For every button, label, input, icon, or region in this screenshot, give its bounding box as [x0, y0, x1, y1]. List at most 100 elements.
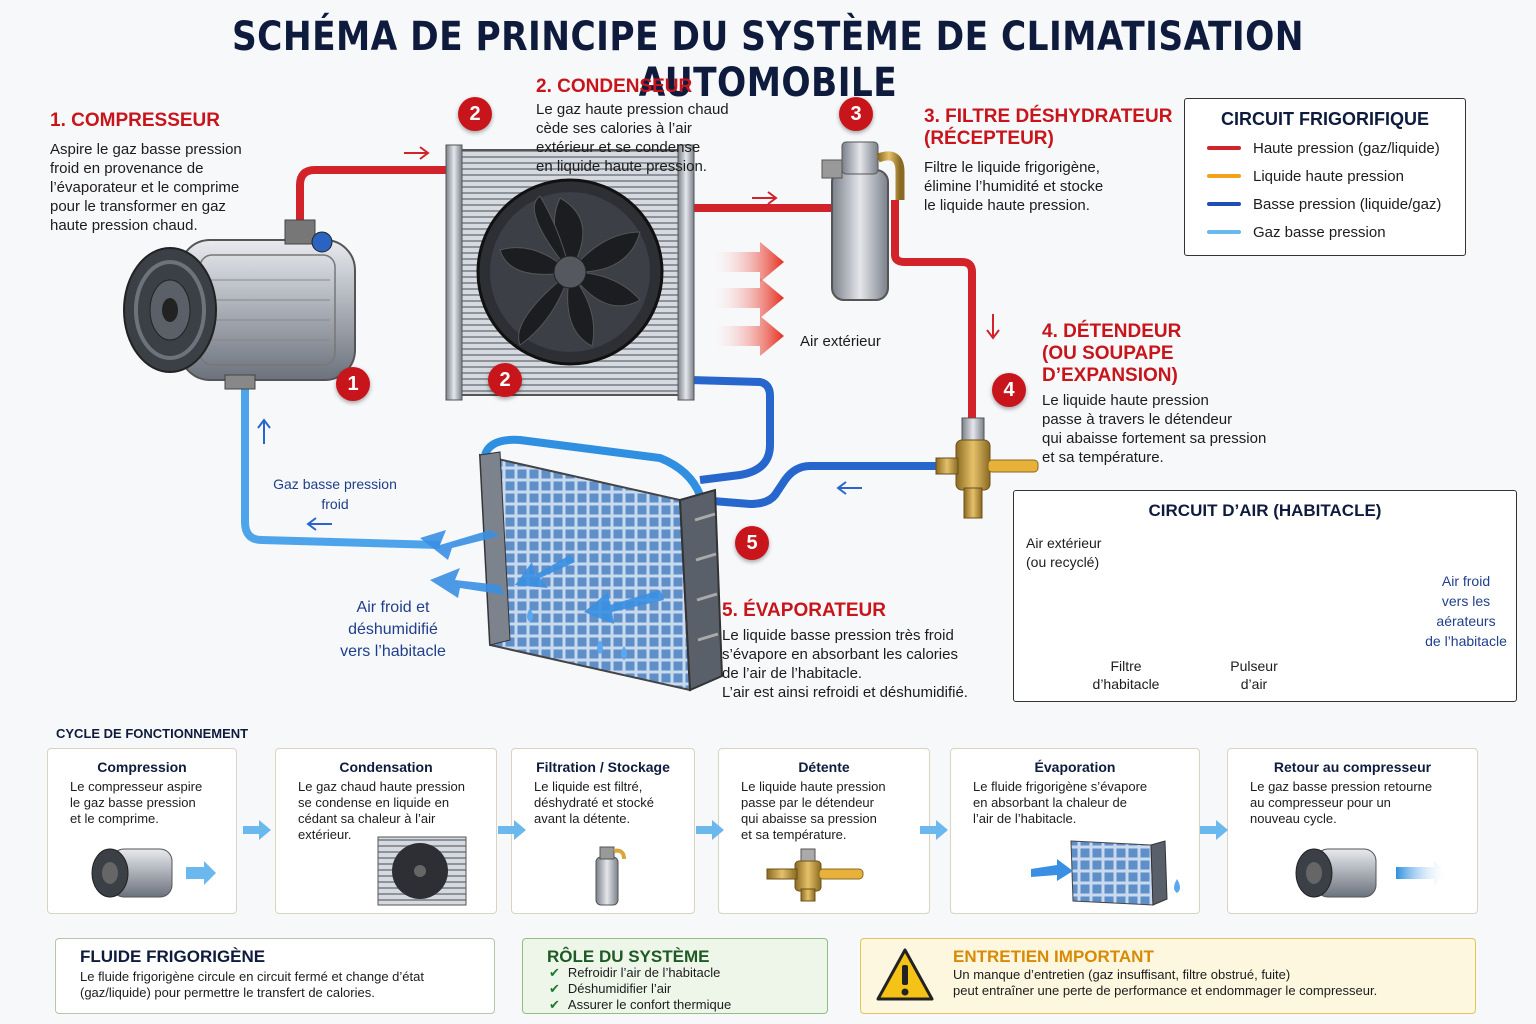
evaporator-title: 5. ÉVAPORATEUR — [722, 600, 886, 621]
badge-condenser-top: 2 — [458, 97, 492, 131]
cycle-step-condensation: Condensation Le gaz chaud haute pression… — [275, 748, 497, 914]
legend-swatch-red — [1207, 146, 1241, 150]
pipe-evaporator-return — [689, 376, 774, 484]
role-item: ✔ Assurer le confort thermique — [549, 997, 731, 1013]
role-item: ✔ Refroidir l’air de l’habitacle — [549, 965, 731, 981]
check-icon: ✔ — [549, 981, 560, 996]
legend-item-lp-gas: Gaz basse pression — [1207, 221, 1386, 243]
pipe-compressor-condenser — [296, 166, 459, 234]
step-arrow-icon — [243, 820, 271, 840]
role-item-label: Assurer le confort thermique — [567, 997, 732, 1012]
pipe-evaporator-top — [481, 435, 704, 497]
legend-label: Basse pression (liquide/gaz) — [1253, 195, 1442, 213]
step-title: Condensation — [339, 759, 433, 775]
badge-evaporator: 5 — [735, 526, 769, 560]
step-title: Détente — [798, 759, 850, 775]
condenser-title: 2. CONDENSEUR — [536, 76, 693, 97]
pipe-evaporator-compressor — [241, 385, 441, 549]
step-arrow-icon — [696, 820, 724, 840]
refrigerant-title: FLUIDE FRIGORIGÈNE — [80, 947, 266, 966]
step-desc: Le gaz chaud haute pression se condense … — [298, 779, 465, 842]
system-role-title: RÔLE DU SYSTÈME — [547, 947, 710, 966]
page-title: SCHÉMA DE PRINCIPE DU SYSTÈME DE CLIMATI… — [231, 14, 1305, 106]
refrigerant-info-box: FLUIDE FRIGORIGÈNE Le fluide frigorigène… — [55, 938, 495, 1014]
evaporator-desc: Le liquide basse pression très froid s’é… — [722, 627, 968, 701]
step-arrow-icon — [498, 820, 526, 840]
cold-air-arrows — [420, 530, 664, 624]
condenser-icon — [377, 836, 467, 906]
step-title: Compression — [97, 759, 187, 775]
legend-title: CIRCUIT FRIGORIFIQUE — [1221, 109, 1429, 129]
step-title: Retour au compresseur — [1273, 759, 1432, 775]
legend-box: CIRCUIT FRIGORIFIQUE Haute pression (gaz… — [1184, 98, 1466, 256]
cycle-step-detente: Détente Le liquide haute pression passe … — [718, 748, 930, 914]
legend-swatch-orange — [1207, 174, 1241, 178]
filter-desc: Filtre le liquide frigorigène, élimine l… — [924, 159, 1104, 214]
expansion-valve-title: 4. DÉTENDEUR (OU SOUPAPE D’EXPANSION) — [1042, 321, 1182, 386]
pipe-filter-valve — [891, 200, 976, 420]
cycle-step-evaporation: Évaporation Le fluide frigorigène s’évap… — [950, 748, 1200, 914]
air-inlet-label: Air extérieur (ou recyclé) — [1026, 535, 1102, 570]
badge-filter: 3 — [839, 97, 873, 131]
compressor-info: 1. COMPRESSEUR Aspire le gaz basse press… — [50, 110, 290, 235]
condenser-info: 2. CONDENSEUR Le gaz haute pression chau… — [536, 76, 796, 176]
legend-swatch-light-blue — [1207, 230, 1241, 234]
filter-drier-illustration — [821, 141, 905, 301]
compressor-desc: Aspire le gaz basse pression froid en pr… — [50, 141, 242, 234]
step-arrow-icon — [1200, 820, 1228, 840]
cold-air-label: Air froid et déshumidifié vers l’habitac… — [340, 599, 446, 660]
expansion-valve-info: 4. DÉTENDEUR (OU SOUPAPE D’EXPANSION) Le… — [1042, 321, 1312, 467]
step-desc: Le gaz basse pression retourne au compre… — [1250, 779, 1433, 826]
cycle-step-retour: Retour au compresseur Le gaz basse press… — [1227, 748, 1478, 914]
legend-label: Gaz basse pression — [1253, 223, 1386, 241]
check-icon: ✔ — [549, 965, 560, 980]
filter-drier-icon — [595, 846, 626, 906]
cycle-step-filtration: Filtration / Stockage Le liquide est fil… — [511, 748, 695, 914]
badge-expansion-valve: 4 — [992, 373, 1026, 407]
legend-item-hp-liquid: Liquide haute pression — [1207, 165, 1404, 187]
legend-label: Liquide haute pression — [1253, 167, 1404, 185]
condenser-desc: Le gaz haute pression chaud cède ses cal… — [536, 101, 729, 175]
system-role-list: ✔ Refroidir l’air de l’habitacle ✔ Déshumi… — [549, 965, 731, 1013]
cycle-step-compression: Compression Le compresseur aspire le gaz… — [47, 748, 237, 914]
cycle-header: CYCLE DE FONCTIONNEMENT — [56, 726, 249, 741]
step-desc: Le liquide haute pression passe par le d… — [741, 779, 886, 842]
refrigerant-desc: Le fluide frigorigène circule en circuit… — [80, 969, 424, 1000]
badge-compressor: 1 — [336, 367, 370, 401]
blower-label: Pulseur d’air — [1230, 658, 1278, 692]
warning-icon — [876, 948, 934, 1001]
low-pressure-gas-label: Gaz basse pression froid — [273, 476, 397, 512]
badge-condenser-bottom: 2 — [488, 363, 522, 397]
evaporator-icon — [1031, 840, 1180, 906]
condenser-illustration — [445, 144, 695, 401]
step-title: Filtration / Stockage — [536, 759, 670, 775]
maintenance-title: ENTRETIEN IMPORTANT — [953, 947, 1154, 966]
maintenance-box: ENTRETIEN IMPORTANT Un manque d’entretie… — [860, 938, 1476, 1014]
cabin-filter-label: Filtre d’habitacle — [1092, 658, 1160, 692]
pipe-valve-evaporator — [699, 462, 945, 509]
compressor-icon — [1295, 848, 1448, 898]
check-icon: ✔ — [549, 997, 560, 1012]
air-outlet-label: Air froid vers les aérateurs de l’habita… — [1425, 573, 1507, 649]
maintenance-desc: Un manque d’entretien (gaz insuffisant, … — [953, 967, 1378, 998]
role-item-label: Refroidir l’air de l’habitacle — [567, 965, 721, 980]
evaporator-illustration — [478, 451, 724, 692]
legend-label: Haute pression (gaz/liquide) — [1253, 139, 1440, 157]
outside-air-label: Air extérieur — [800, 333, 881, 350]
role-item-label: Déshumidifier l’air — [567, 981, 672, 996]
expansion-valve-desc: Le liquide haute pression passe à traver… — [1042, 392, 1267, 466]
system-role-box: RÔLE DU SYSTÈME ✔ Refroidir l’air de l’ha… — [522, 938, 828, 1014]
filter-title: 3. FILTRE DÉSHYDRATEUR (RÉCEPTEUR) — [924, 106, 1173, 149]
hot-air-arrows — [708, 242, 784, 356]
step-desc: Le compresseur aspire le gaz basse press… — [70, 779, 203, 826]
air-circuit-box: CIRCUIT D’AIR (HABITACLE) — [1013, 490, 1517, 702]
legend-swatch-dark-blue — [1207, 202, 1241, 206]
compressor-illustration — [123, 219, 356, 390]
expansion-valve-icon — [766, 848, 864, 902]
step-arrow-icon — [920, 820, 948, 840]
compressor-title: 1. COMPRESSEUR — [50, 110, 220, 131]
step-desc: Le liquide est filtré, déshydraté et sto… — [534, 779, 654, 826]
step-desc: Le fluide frigorigène s’évapore en absor… — [973, 779, 1148, 826]
filter-info: 3. FILTRE DÉSHYDRATEUR (RÉCEPTEUR) Filtr… — [924, 106, 1174, 215]
evaporator-info: 5. ÉVAPORATEUR Le liquide basse pression… — [722, 600, 1002, 702]
